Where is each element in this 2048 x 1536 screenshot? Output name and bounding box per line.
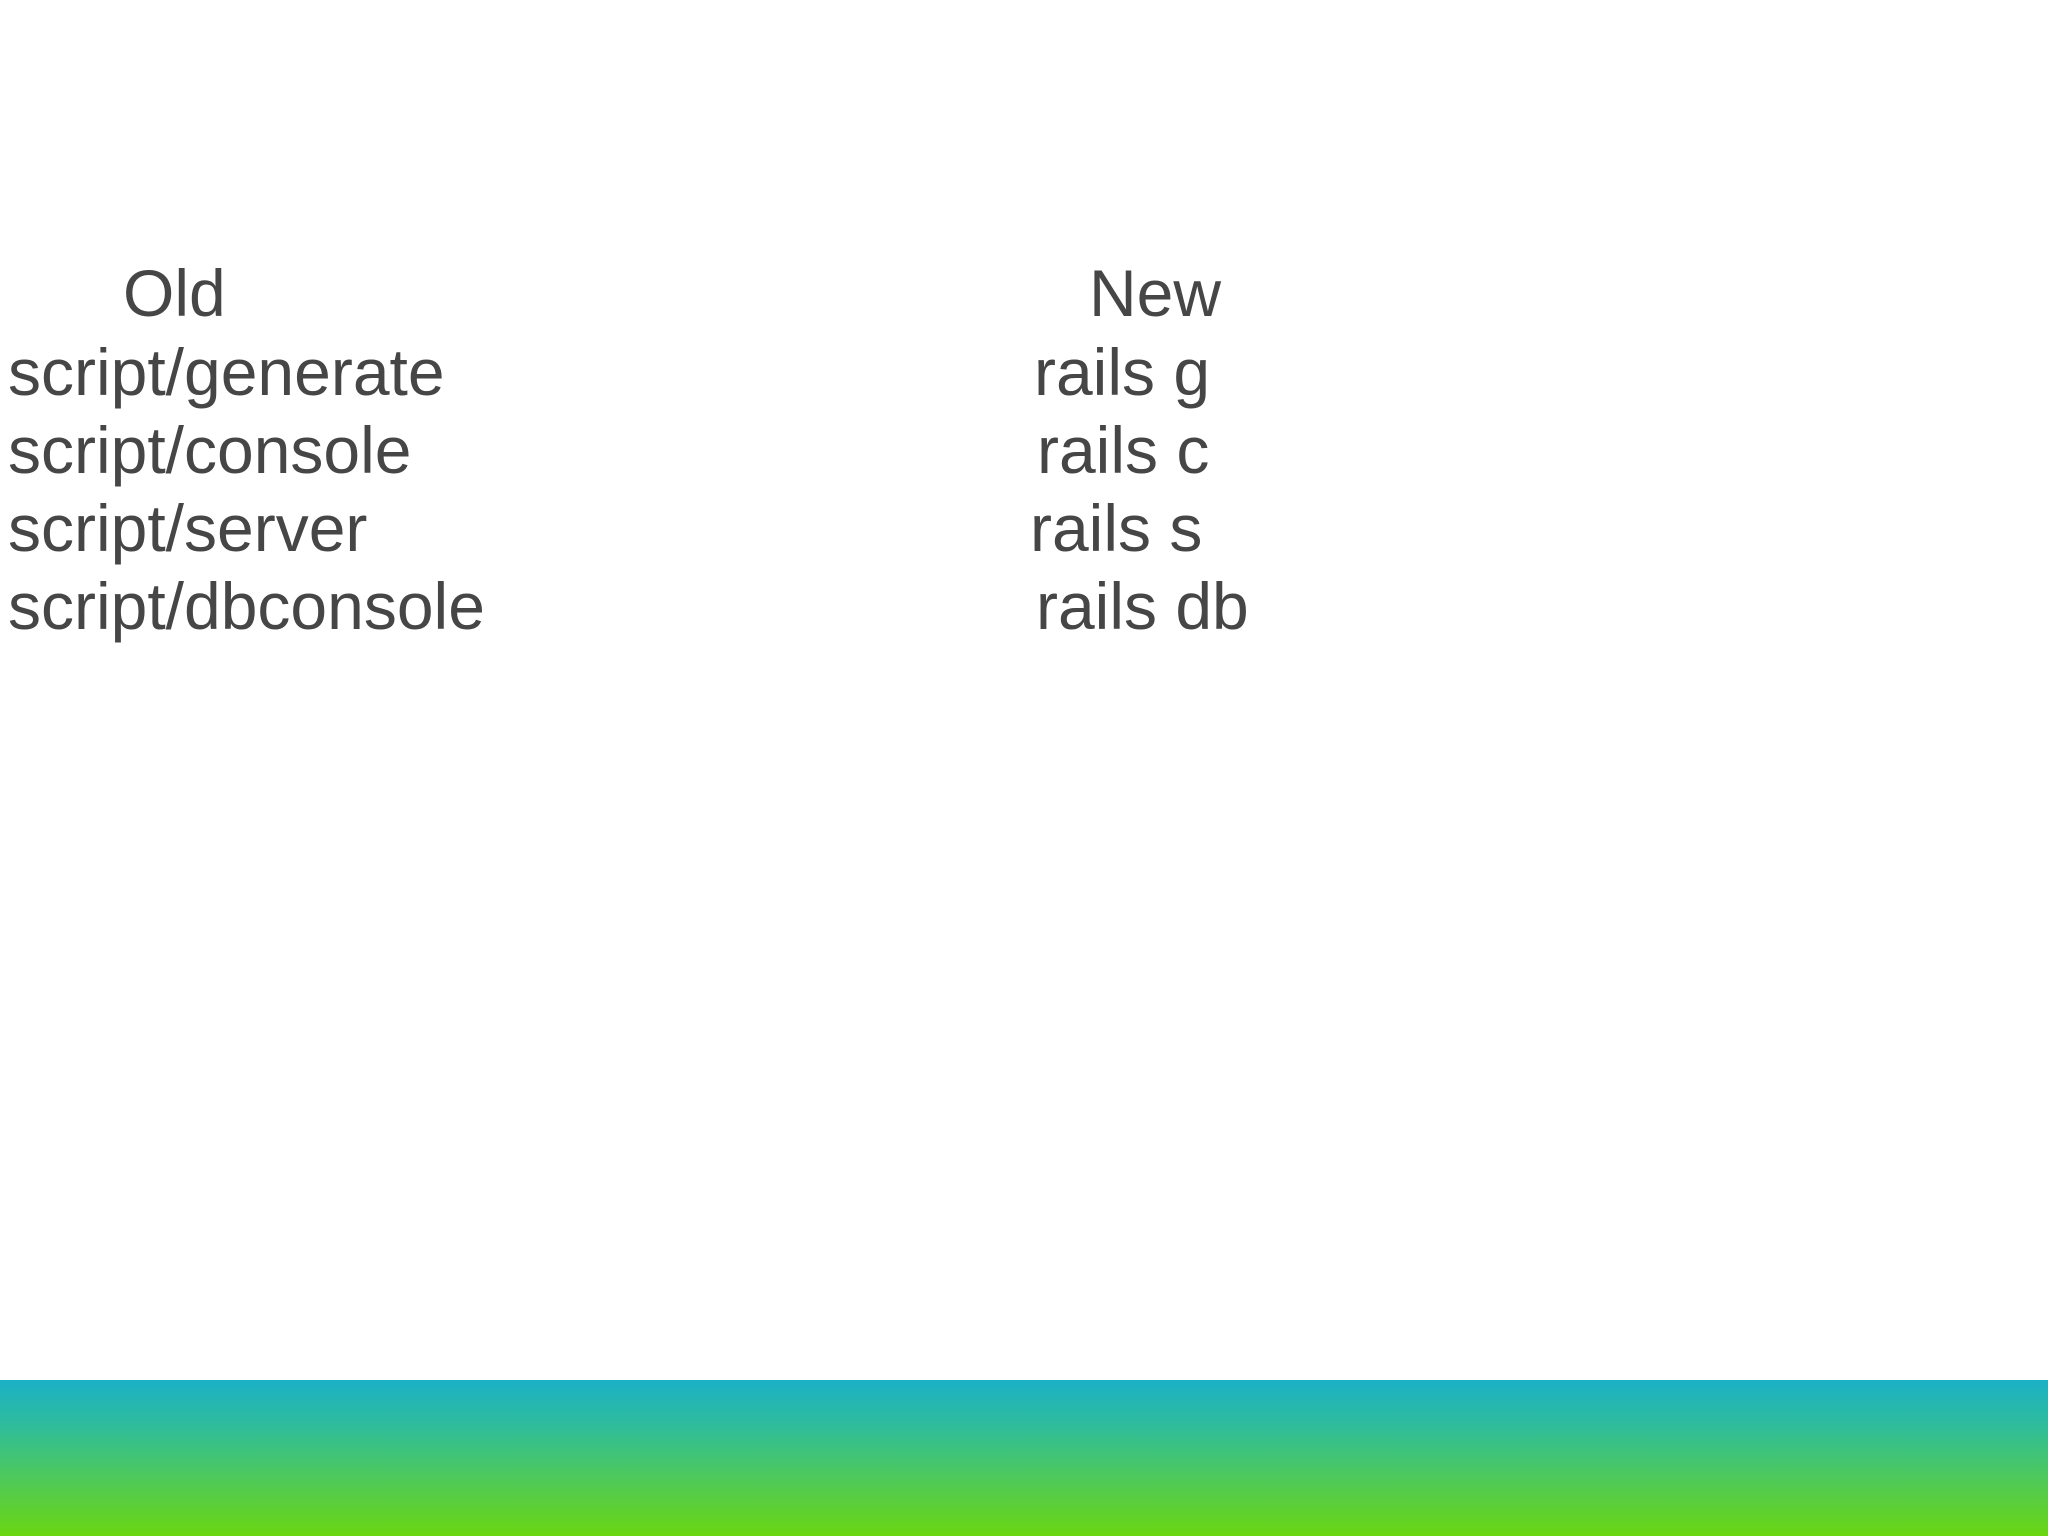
old-command-dbconsole: script/dbconsole xyxy=(8,569,485,643)
old-command-server: script/server xyxy=(8,491,368,565)
column-header-old: Old xyxy=(123,256,226,330)
new-command-server: rails s xyxy=(1030,491,1203,565)
column-header-new: New xyxy=(1089,256,1222,330)
footer-gradient-band xyxy=(0,1380,2048,1536)
old-command-console: script/console xyxy=(8,413,412,487)
old-command-generate: script/generate xyxy=(8,335,445,409)
new-command-console: rails c xyxy=(1037,413,1210,487)
new-command-generate: rails g xyxy=(1034,335,1211,409)
new-command-dbconsole: rails db xyxy=(1036,569,1249,643)
